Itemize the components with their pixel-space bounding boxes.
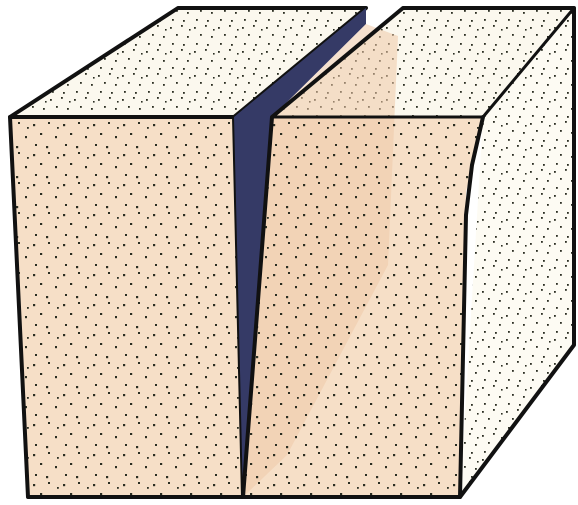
right-block-front-speckle <box>243 117 483 497</box>
left-block-front-speckle <box>10 117 243 497</box>
